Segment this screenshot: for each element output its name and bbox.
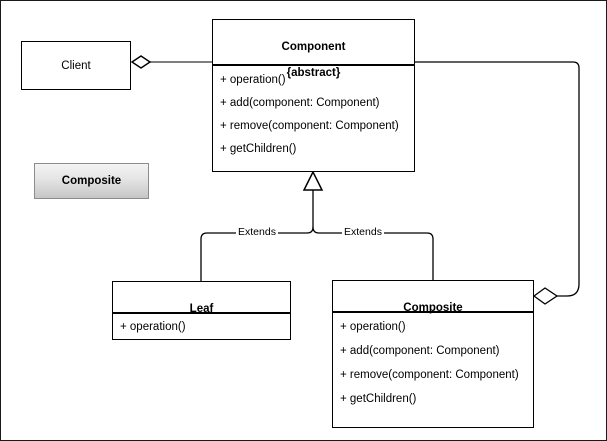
edge-label-leaf-extends: Extends — [236, 226, 278, 238]
aggregation-diamond-client — [130, 55, 152, 69]
class-members-composite: + operation() + add(component: Component… — [333, 313, 533, 417]
class-member: + add(component: Component) — [340, 345, 500, 357]
class-box-client[interactable]: Client — [21, 41, 131, 90]
class-member: + remove(component: Component) — [220, 120, 399, 132]
class-divider-component — [213, 64, 414, 66]
class-box-composite[interactable]: Composite + operation() + add(component:… — [332, 280, 534, 428]
class-member: + add(component: Component) — [220, 97, 380, 109]
class-divider-leaf — [113, 312, 290, 314]
class-name-client: Client — [61, 59, 91, 72]
class-member: + operation() — [120, 321, 186, 333]
class-header-component: Component {abstract} — [213, 20, 414, 79]
inheritance-triangle — [302, 170, 324, 191]
edge-client-component — [130, 55, 212, 69]
class-stereotype-component: {abstract} — [286, 67, 341, 79]
class-member: + operation() — [340, 321, 406, 333]
class-divider-composite — [333, 311, 533, 313]
legend-label: Composite — [61, 175, 122, 187]
edge-composite-component — [415, 61, 580, 305]
class-member: + remove(component: Component) — [340, 369, 519, 381]
class-members-component: + operation() + add(component: Component… — [213, 66, 414, 166]
class-header-composite: Composite — [333, 281, 533, 314]
class-box-component[interactable]: Component {abstract} + operation() + add… — [212, 19, 415, 172]
class-name-composite: Composite — [403, 302, 463, 314]
class-box-leaf[interactable]: Leaf + operation() — [112, 281, 291, 340]
class-name-leaf: Leaf — [189, 303, 214, 315]
class-member: + operation() — [220, 74, 286, 86]
edge-label-composite-extends: Extends — [342, 226, 384, 238]
aggregation-diamond-composite — [532, 287, 559, 305]
class-member: + getChildren() — [220, 143, 297, 155]
class-header-leaf: Leaf — [113, 282, 290, 315]
legend-composite[interactable]: Composite — [34, 163, 149, 199]
class-members-leaf: + operation() — [113, 314, 290, 341]
class-member: + getChildren() — [340, 393, 417, 405]
class-name-component: Component — [281, 41, 346, 53]
